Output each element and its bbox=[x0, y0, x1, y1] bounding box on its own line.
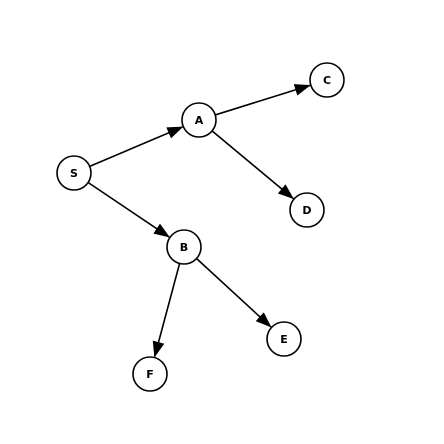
edge-b-f bbox=[152, 263, 181, 358]
node-label: E bbox=[280, 333, 288, 346]
node-c: C bbox=[309, 62, 345, 98]
nodes-layer: S A B C D E F bbox=[56, 62, 345, 392]
node-f: F bbox=[132, 356, 168, 392]
node-circle bbox=[289, 192, 325, 228]
node-circle bbox=[166, 229, 202, 265]
node-e: E bbox=[266, 321, 302, 357]
node-label: D bbox=[302, 204, 311, 217]
edge-s-b bbox=[87, 181, 170, 238]
node-circle bbox=[266, 321, 302, 357]
node-label: A bbox=[195, 114, 204, 127]
node-circle bbox=[181, 102, 217, 138]
edges-layer bbox=[87, 84, 311, 358]
node-label: S bbox=[70, 167, 78, 180]
node-circle bbox=[132, 356, 168, 392]
node-circle bbox=[56, 155, 92, 191]
edge-s-a bbox=[89, 126, 184, 168]
node-a: A bbox=[181, 102, 217, 138]
node-d: D bbox=[289, 192, 325, 228]
edge-a-d bbox=[211, 130, 294, 200]
edge-a-c bbox=[214, 84, 311, 116]
node-label: B bbox=[180, 241, 188, 254]
node-s: S bbox=[56, 155, 92, 191]
node-circle bbox=[309, 62, 345, 98]
node-b: B bbox=[166, 229, 202, 265]
edge-b-e bbox=[195, 257, 272, 328]
node-label: C bbox=[323, 74, 331, 87]
node-label: F bbox=[146, 368, 154, 381]
